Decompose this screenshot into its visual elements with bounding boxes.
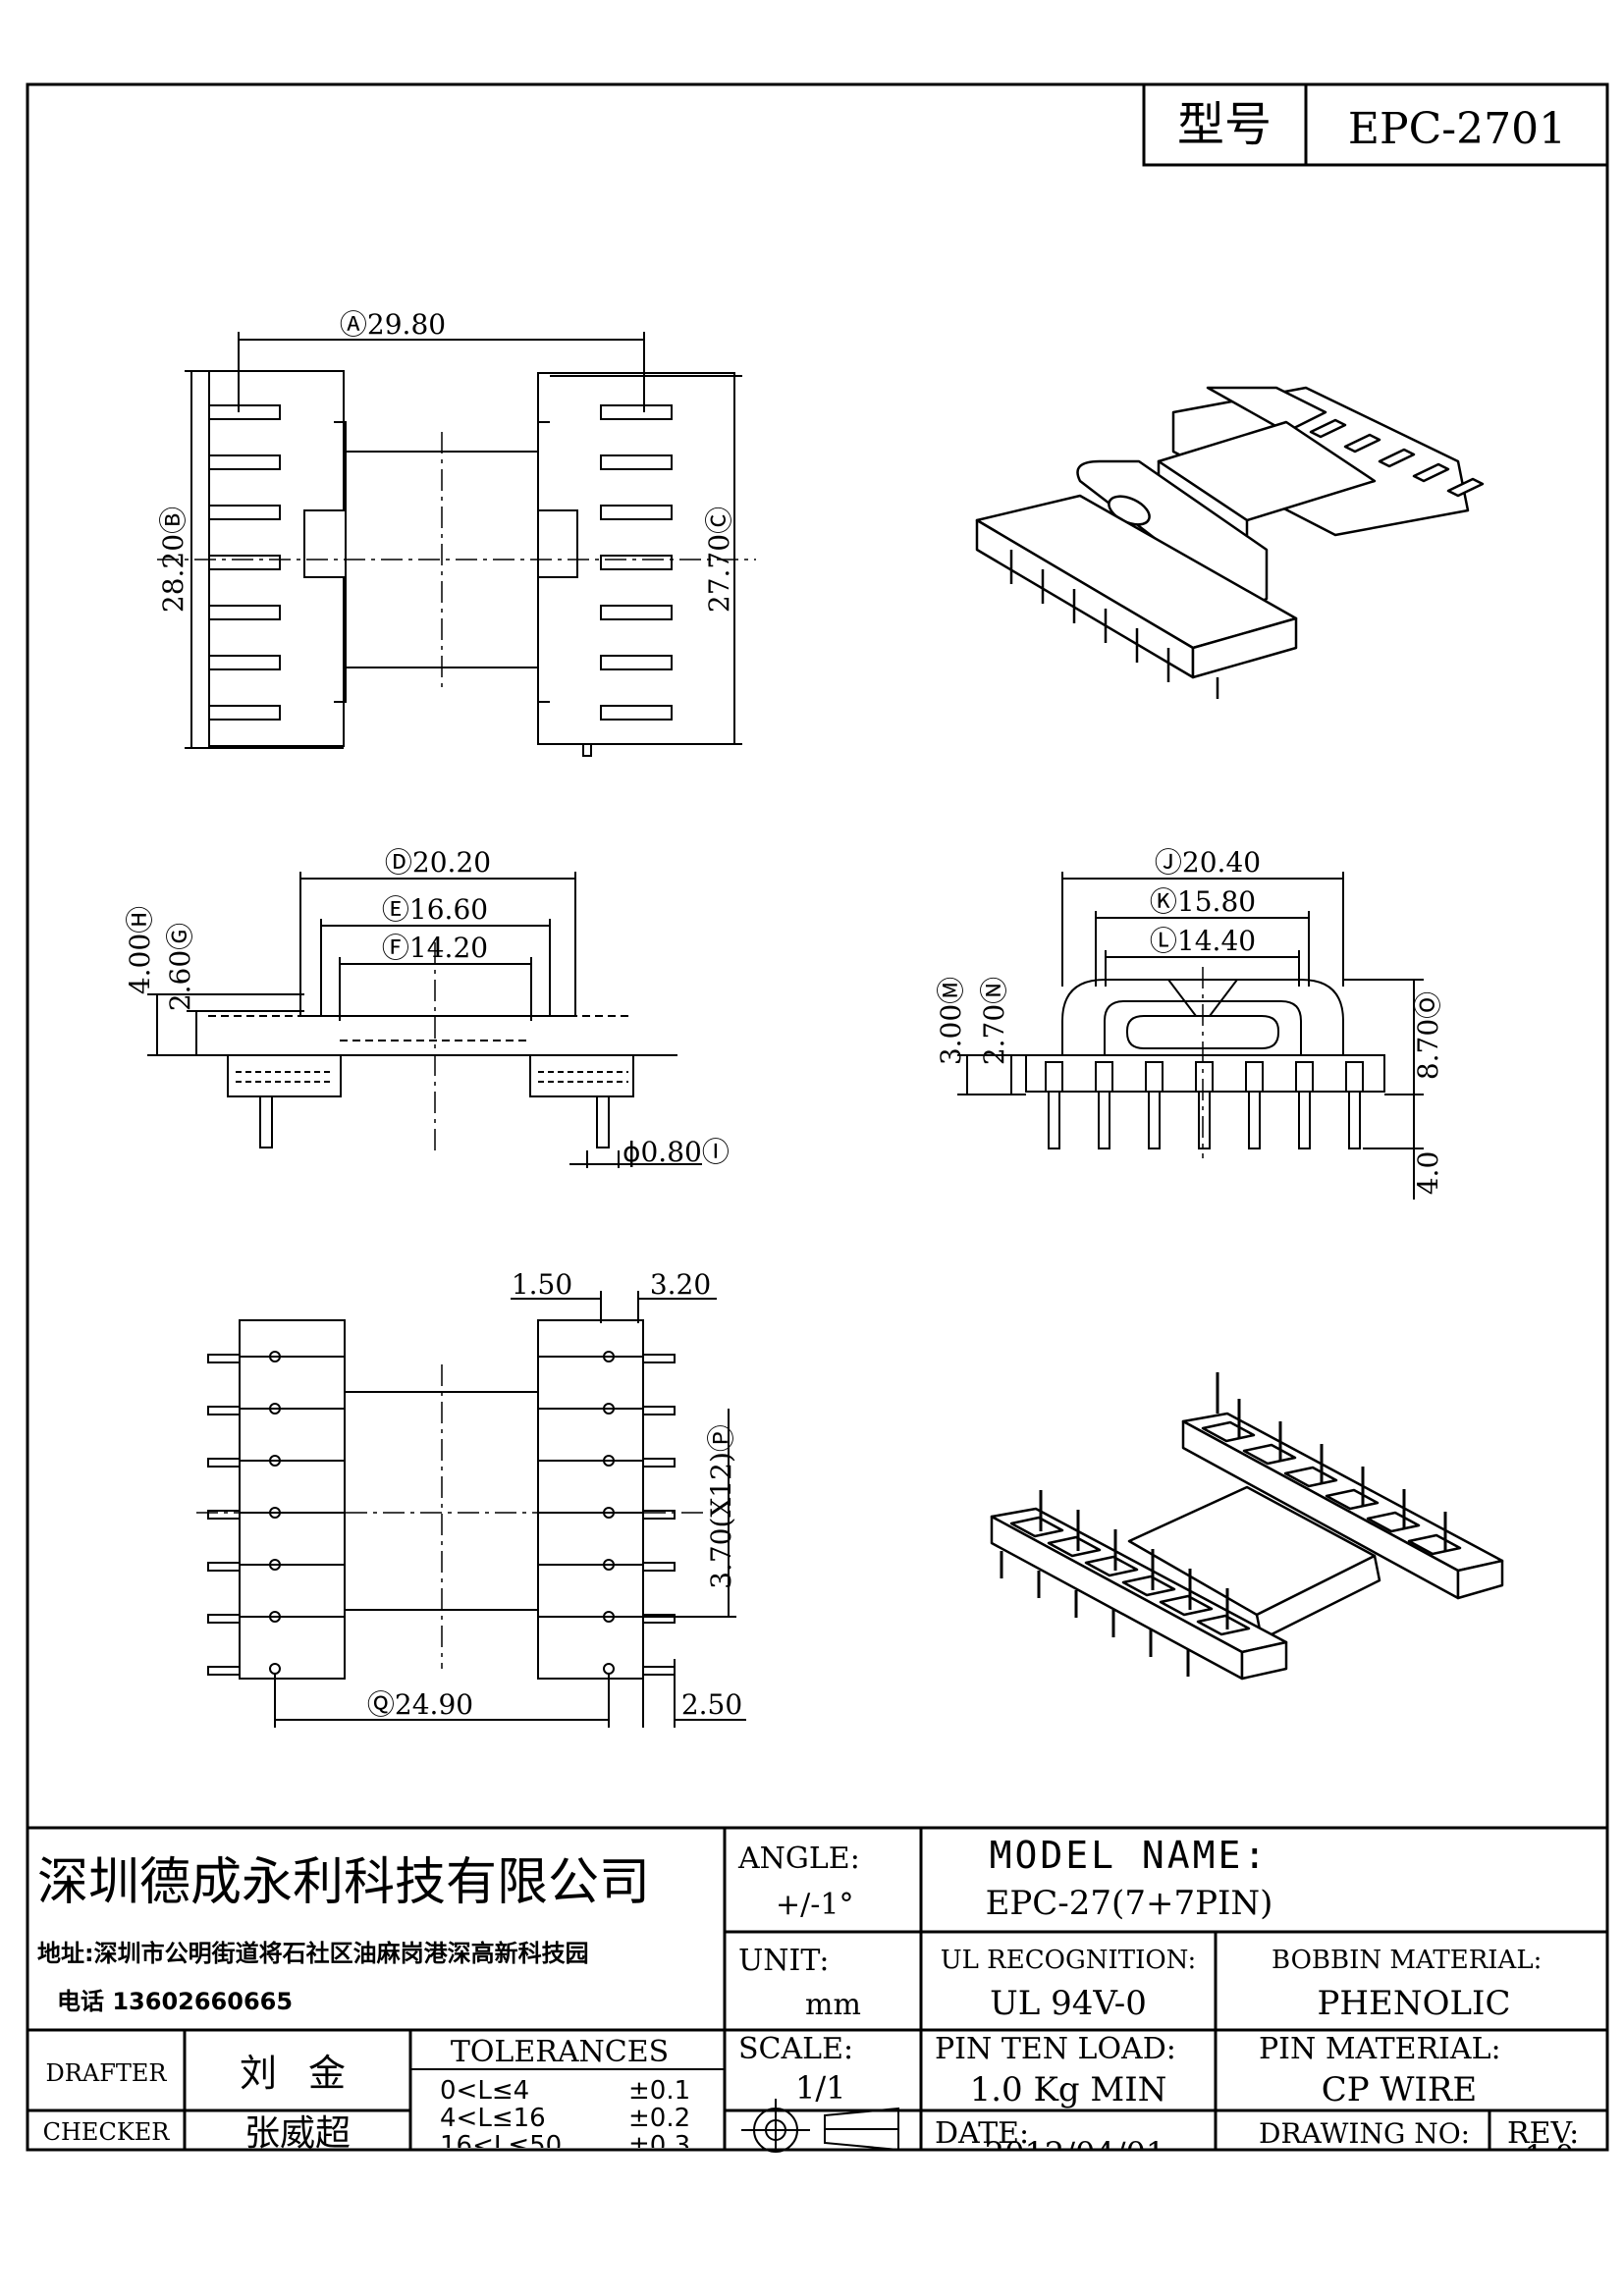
ul-recognition-label: UL RECOGNITION:: [941, 1946, 1197, 1975]
company-name: 深圳德成永利科技有限公司: [37, 1853, 650, 1912]
isometric-view-top: [975, 386, 1485, 699]
pin-material-value: CP WIRE: [1322, 2070, 1478, 2109]
company-phone: 电话 13602660665: [57, 1988, 293, 2015]
angle-label: ANGLE:: [737, 1842, 860, 1876]
dim-p-label: 3.70(X12)Ⓟ: [705, 1424, 737, 1589]
dim-f-label: Ⓕ14.20: [382, 932, 488, 964]
dim-q-label: Ⓠ24.90: [367, 1688, 473, 1721]
drafter-name: 刘 金: [240, 2052, 355, 2095]
bobbin-material-value: PHENOLIC: [1318, 1984, 1511, 2023]
side-view: [147, 872, 702, 1168]
isometric-view-bottom: [990, 1372, 1504, 1681]
top-view: [157, 332, 756, 757]
tolerance-table: 0<L≤4 ±0.1 4<L≤16 ±0.2 16<L≤50 ±0.3 PIN …: [440, 2076, 707, 2188]
title-block: [27, 1826, 1607, 2150]
date-label: DATE:: [935, 2116, 1029, 2151]
dim-pitch-2-label: 3.20: [650, 1268, 711, 1301]
drafter-label: DRAFTER: [46, 2059, 168, 2087]
dim-n-label: 2.70Ⓝ: [978, 977, 1010, 1065]
projection-symbol-icon: [741, 2099, 899, 2153]
model-name-value: EPC-27(7+7PIN): [986, 1884, 1273, 1923]
tol-value-2: ±0.2: [628, 2104, 690, 2133]
dim-pitch-1-label: 1.50: [512, 1268, 572, 1301]
dim-e-label: Ⓔ16.60: [382, 893, 488, 926]
tol-value-1: ±0.1: [628, 2076, 690, 2106]
tolerances-title: TOLERANCES: [451, 2035, 669, 2069]
dim-d-label: Ⓓ20.20: [385, 846, 491, 879]
dim-a-label: Ⓐ29.80: [340, 308, 446, 341]
dim-k-label: Ⓚ15.80: [1150, 885, 1256, 918]
scale-label: SCALE:: [738, 2032, 853, 2066]
angle-value: +/-1°: [776, 1888, 853, 1922]
dim-i-label: ϕ0.80Ⓘ: [623, 1136, 730, 1168]
dim-j-label: Ⓙ20.40: [1155, 846, 1261, 879]
ul-recognition-value: UL 94V-0: [990, 1984, 1147, 2023]
pin-ten-load-value: 1.0 Kg MIN: [970, 2070, 1167, 2109]
dim-pin-length-label: 4.0: [1412, 1151, 1444, 1196]
dim-m-label: 3.00Ⓜ: [935, 977, 967, 1065]
type-header-box: 型号 EPC-2701: [1142, 84, 1607, 167]
unit-label: UNIT:: [738, 1944, 829, 1978]
dim-l-label: Ⓛ14.40: [1150, 925, 1256, 957]
dim-h-label: 4.00Ⓗ: [124, 906, 156, 994]
company-address: 地址:深圳市公明街道将石社区油麻岗港深高新科技园: [37, 1940, 589, 1967]
pin-ten-load-label: PIN TEN LOAD:: [935, 2032, 1176, 2066]
tol-range-4: PIN PITCH: [440, 2159, 564, 2188]
checker-name: 张威超: [244, 2113, 351, 2154]
tol-range-3: 16<L≤50: [440, 2131, 562, 2161]
dim-b-label: 28.20Ⓑ: [157, 507, 189, 613]
tol-range-2: 4<L≤16: [440, 2104, 546, 2133]
checker-label: CHECKER: [43, 2118, 171, 2146]
scale-value: 1/1: [795, 2069, 846, 2107]
tol-value-4: ±0.20: [628, 2159, 707, 2188]
tol-range-1: 0<L≤4: [440, 2076, 529, 2106]
dim-c-label: 27.70Ⓒ: [703, 507, 735, 613]
bobbin-material-label: BOBBIN MATERIAL:: [1272, 1946, 1542, 1975]
drawing-number-label: DRAWING NO:: [1259, 2117, 1470, 2150]
date-value: 2012/04/01: [985, 2135, 1165, 2172]
dim-g-label: 2.60Ⓖ: [164, 923, 196, 1011]
model-number: EPC-2701: [1348, 104, 1566, 154]
front-view: [957, 872, 1424, 1200]
bottom-view: [196, 1291, 746, 1728]
tol-value-3: ±0.3: [628, 2131, 690, 2161]
model-name-label: MODEL NAME:: [990, 1834, 1270, 1877]
dim-edge-label: 2.50: [681, 1688, 742, 1721]
revision-value: 1.0: [1525, 2138, 1575, 2175]
pin-material-label: PIN MATERIAL:: [1259, 2032, 1501, 2066]
unit-value: mm: [805, 1988, 861, 2022]
type-label: 型号: [1177, 97, 1272, 152]
dim-o-label: 8.70Ⓞ: [1412, 991, 1444, 1080]
revision-label: REV:: [1507, 2116, 1579, 2151]
outer-border: [26, 82, 1609, 2152]
